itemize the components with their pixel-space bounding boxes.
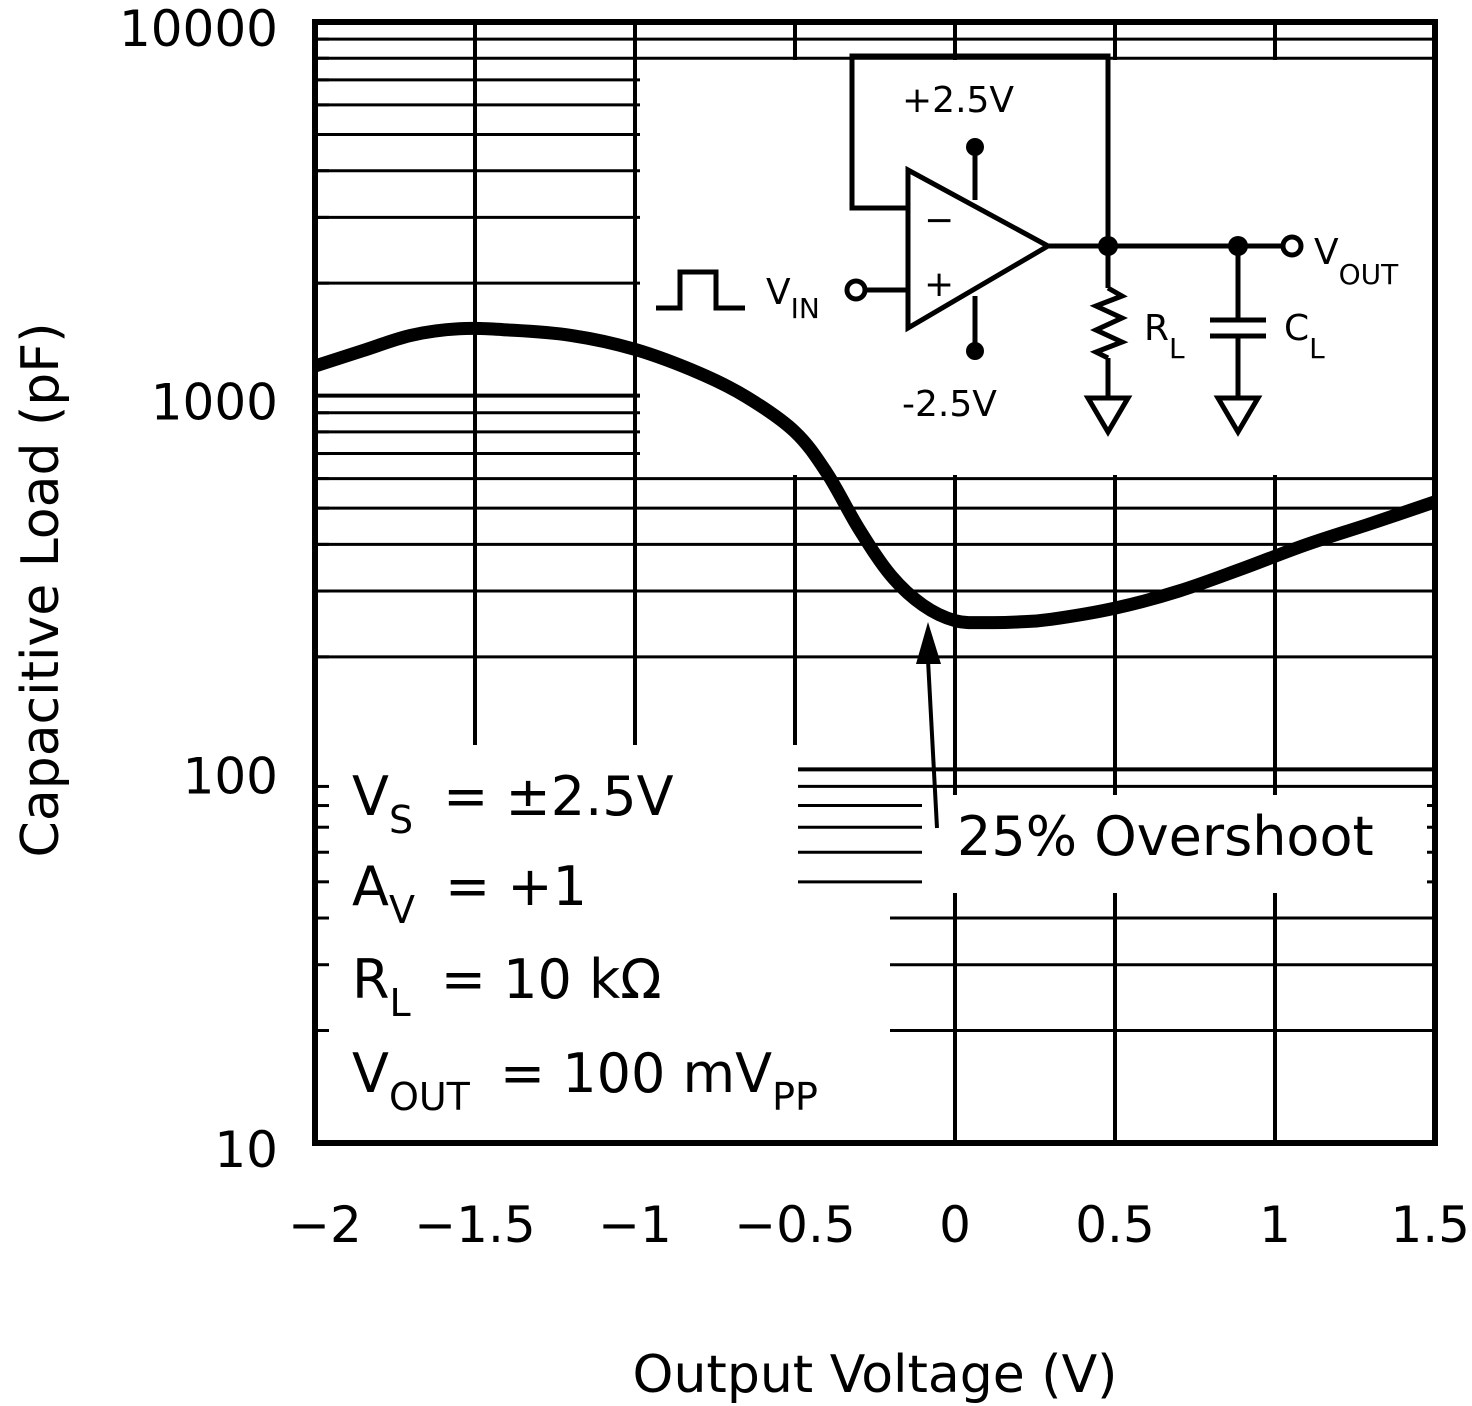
x-tick-label: −2 <box>288 1196 362 1254</box>
x-tick-label: 0.5 <box>1075 1196 1155 1254</box>
x-axis-title: Output Voltage (V) <box>633 1345 1118 1405</box>
y-axis-title: Capacitive Load (pF) <box>11 323 71 858</box>
x-tick-label: 0 <box>939 1196 971 1254</box>
curve-layer <box>312 321 1438 630</box>
pulse-icon <box>656 269 745 311</box>
vneg-label: -2.5V <box>902 384 997 425</box>
node-dot-out-rl <box>1098 236 1118 256</box>
y-tick-label: 100 <box>183 747 278 805</box>
y-tick-label: 10 <box>214 1121 278 1179</box>
x-tick-label: 1 <box>1259 1196 1291 1254</box>
x-tick-label: 1.5 <box>1390 1196 1470 1254</box>
resistor-icon <box>1089 285 1129 361</box>
cl-label: CL <box>1284 308 1325 365</box>
rl-label: RL <box>1144 308 1185 365</box>
series-line-25-overshoot <box>312 321 1438 630</box>
x-tick-label: −1.5 <box>414 1196 535 1254</box>
vout-terminal-icon <box>1280 234 1304 258</box>
circuit-nodes <box>966 138 1248 360</box>
conditions-block: VS= ±2.5V AV= +1 RL= 10 kΩ VOUT= 100 mVP… <box>352 765 818 1119</box>
x-tick-label: −0.5 <box>734 1196 855 1254</box>
circuit-terminals <box>844 234 1304 302</box>
circuit-labels: +2.5V -2.5V − + VIN VOUT RL CL <box>766 80 1399 425</box>
feedback-wire <box>849 53 1111 246</box>
ground-icon-rl <box>1083 395 1133 437</box>
cond-vs: VS= ±2.5V <box>352 765 674 842</box>
vout-label: VOUT <box>1314 232 1399 291</box>
cond-vout: VOUT= 100 mVPP <box>352 1042 818 1119</box>
test-circuit <box>656 53 1282 437</box>
cond-av: AV= +1 <box>352 855 587 932</box>
annotation-label: 25% Overshoot <box>957 805 1374 868</box>
node-dot-out-cl <box>1228 236 1248 256</box>
opamp-minus-label: − <box>924 200 954 241</box>
opamp-plus-label: + <box>924 264 954 305</box>
y-tick-labels: 10 100 1000 10000 <box>119 0 278 1179</box>
grid-masks <box>318 60 1435 1140</box>
y-tick-label: 10000 <box>119 0 278 58</box>
x-tick-labels: −2 −1.5 −1 −0.5 0 0.5 1 1.5 <box>288 1196 1470 1254</box>
x-tick-label: −1 <box>598 1196 672 1254</box>
ground-icon-cl <box>1213 395 1263 437</box>
vin-label: VIN <box>766 272 820 325</box>
opamp-symbol <box>905 165 1054 333</box>
node-dot-vpos <box>966 138 984 156</box>
cond-rl: RL= 10 kΩ <box>352 948 662 1025</box>
y-tick-label: 1000 <box>151 374 278 432</box>
vin-terminal-icon <box>844 278 868 302</box>
node-dot-vneg <box>966 342 984 360</box>
vpos-label: +2.5V <box>902 80 1014 121</box>
plot-frame <box>312 19 1438 1146</box>
annotation-arrow <box>916 622 941 829</box>
